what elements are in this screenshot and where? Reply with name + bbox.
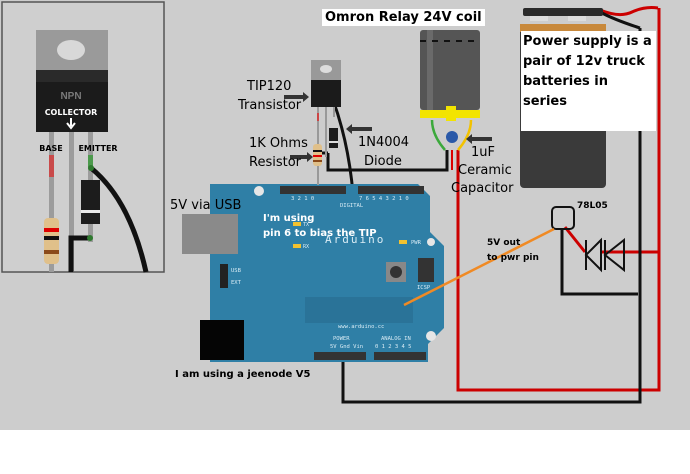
regulator-output-line1: 5V out	[487, 238, 521, 248]
diode-label-line2: Diode	[364, 154, 402, 169]
usb-sel-label: USB	[231, 268, 242, 274]
diode-label-line1: 1N4004	[358, 135, 410, 150]
power-supply-label: Power supply is a pair of 12v truck batt…	[521, 31, 656, 131]
inset-resistor	[44, 218, 59, 264]
dc-power-jack[interactable]	[200, 320, 244, 360]
ceramic-capacitor	[446, 131, 458, 143]
pin-note-line1: I'm using	[263, 213, 315, 224]
npn-pinout-inset: NPN COLLECTOR BASE EMITTER	[1, 1, 165, 273]
power-header	[314, 352, 366, 360]
digital-header-left	[280, 186, 346, 194]
arduino-url: www.arduino.cc	[338, 324, 384, 330]
power-pins-label: 5V Gnd Vin	[330, 344, 363, 350]
relay-label: Omron Relay 24V coil	[322, 9, 485, 26]
emitter-label: EMITTER	[78, 144, 117, 153]
pin-note-line2: pin 6 to bias the TIP	[263, 228, 377, 239]
tx-label: TX	[303, 222, 309, 228]
bottom-margin	[0, 430, 690, 474]
analog-pins-label: 0 1 2 3 4 5	[375, 344, 411, 350]
icsp-label: ICSP	[417, 285, 431, 291]
ext-sel-label: EXT	[231, 280, 242, 286]
regulator-output-line2: to pwr pin	[487, 253, 539, 263]
rx-label: RX	[303, 244, 309, 250]
pointer-arrows	[284, 92, 492, 162]
digital-label: DIGITAL	[340, 203, 364, 209]
digital-pins-left-label: 3 2 1 0	[291, 196, 314, 202]
analog-header	[374, 352, 426, 360]
capacitor-arrow-icon	[466, 134, 492, 144]
tx-led	[293, 222, 301, 226]
base-label: BASE	[39, 144, 63, 153]
capacitor-label-line2: Ceramic	[458, 163, 512, 178]
npn-label: NPN	[60, 91, 81, 102]
digital-pins-right-label: 7 6 5 4 3 2 1 0	[359, 196, 409, 202]
inset-black-wire	[89, 166, 149, 273]
jeenode-note: I am using a jeenode V5	[175, 369, 311, 380]
arduino-brand: Arduino	[325, 233, 385, 246]
inset-diode	[81, 180, 100, 224]
arduino-board: Arduino www.arduino.cc DIGITAL PWR ICSP …	[210, 184, 444, 362]
inset-collector-wire	[68, 235, 90, 272]
analog-label: ANALOG IN	[381, 336, 411, 342]
resistor-arrow-icon	[290, 152, 313, 162]
orange-5v-wire	[403, 227, 555, 307]
omron-relay	[420, 30, 480, 170]
resistor-label-line2: Resistor	[249, 155, 301, 170]
1n4004-diode	[329, 128, 338, 148]
78l05-regulator	[551, 206, 575, 230]
usb-label: 5V via USB	[170, 198, 242, 213]
rx-led	[293, 244, 301, 248]
pwr-led	[399, 240, 407, 244]
1k-resistor	[313, 144, 322, 166]
capacitor-label-line1: 1uF	[471, 145, 495, 160]
regulator-label: 78L05	[577, 201, 608, 211]
transistor-label-line2: Transistor	[238, 98, 302, 113]
usb-jack[interactable]	[182, 214, 238, 254]
collector-label: COLLECTOR	[45, 108, 98, 117]
transistor-arrow-icon	[284, 92, 309, 102]
resistor-label-line1: 1K Ohms	[249, 136, 308, 151]
pwr-sel-jumper[interactable]	[220, 264, 228, 288]
diode-arrow-icon	[346, 124, 372, 134]
icsp-header	[418, 258, 434, 282]
capacitor-label-line3: Capacitor	[451, 181, 514, 196]
double-diode-symbol	[584, 237, 625, 273]
power-label: POWER	[333, 336, 350, 342]
collector-arrow-icon	[66, 118, 76, 130]
mounting-hole-icon	[57, 40, 85, 60]
transistor-label-line1: TIP120	[247, 79, 292, 94]
pwr-label: PWR	[411, 240, 422, 246]
digital-header-right	[358, 186, 424, 194]
